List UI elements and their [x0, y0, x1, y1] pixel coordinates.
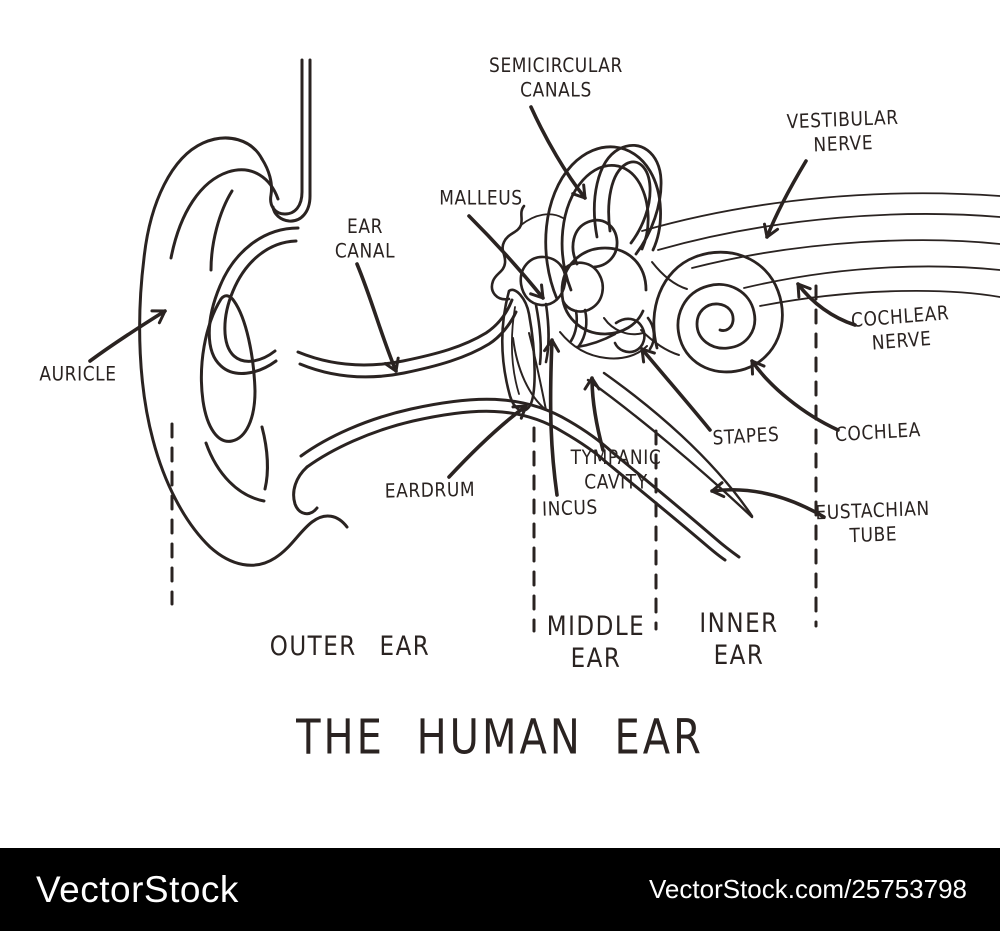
arrow-eardrum [447, 404, 528, 479]
malleus-shape [490, 204, 567, 366]
arrow-eustachian-tube [710, 481, 826, 519]
cochlea-spiral [652, 250, 784, 374]
label-cochlea: COCHLEA [834, 418, 922, 447]
label-malleus: MALLEUS [439, 187, 523, 211]
arrow-incus [543, 338, 561, 497]
label-stapes: STAPES [712, 423, 780, 451]
label-vestibular-nerve: VESTIBULAR NERVE [786, 106, 899, 158]
label-tympanic-cavity: TYMPANIC CAVITY [570, 446, 662, 494]
label-semicircular-canals: SEMICIRCULAR CANALS [489, 54, 623, 102]
auricle-outline [138, 136, 349, 567]
eardrum-shape [501, 288, 536, 412]
label-eustachian-tube: EUSTACHIAN TUBE [815, 497, 931, 548]
label-ear-canal: EAR CANAL [334, 215, 396, 263]
label-eardrum: EARDRUM [384, 478, 476, 504]
tympanic-cavity-walls [512, 317, 648, 411]
arrow-semicircular-canals [529, 105, 587, 200]
label-incus: INCUS [541, 496, 599, 522]
semicircular-canals-shape [544, 143, 688, 356]
arrow-vestibular-nerve [762, 159, 808, 239]
arrow-stapes [640, 347, 712, 432]
label-inner-ear: INNER EAR [699, 608, 779, 672]
page-title: THE HUMAN EAR [296, 710, 704, 766]
arrow-tympanic-cavity [583, 376, 605, 452]
region-divider-lines [170, 284, 818, 633]
arrow-ear-canal [355, 262, 400, 373]
head-outline [260, 58, 312, 223]
arrow-cochlear-nerve [796, 282, 857, 327]
ear-canal-walls [292, 298, 741, 562]
watermark-url: VectorStock.com/25753798 [649, 874, 967, 904]
label-auricle: AURICLE [39, 363, 117, 387]
label-outer-ear: OUTER EAR [269, 632, 431, 662]
arrow-auricle [88, 309, 167, 363]
pointer-arrows [88, 105, 857, 519]
nerve-fibers [641, 192, 1000, 307]
watermark-bar: VectorStock VectorStock.com/25753798 [0, 848, 1000, 931]
label-cochlear-nerve: COCHLEAR NERVE [850, 301, 950, 356]
label-middle-ear: MIDDLE EAR [546, 611, 646, 675]
arrow-malleus [467, 214, 545, 300]
watermark-brand-logo: VectorStock [36, 868, 239, 910]
arrow-cochlea [750, 359, 840, 432]
stapes-shape [575, 316, 656, 354]
eustachian-tube-lines [586, 371, 754, 519]
